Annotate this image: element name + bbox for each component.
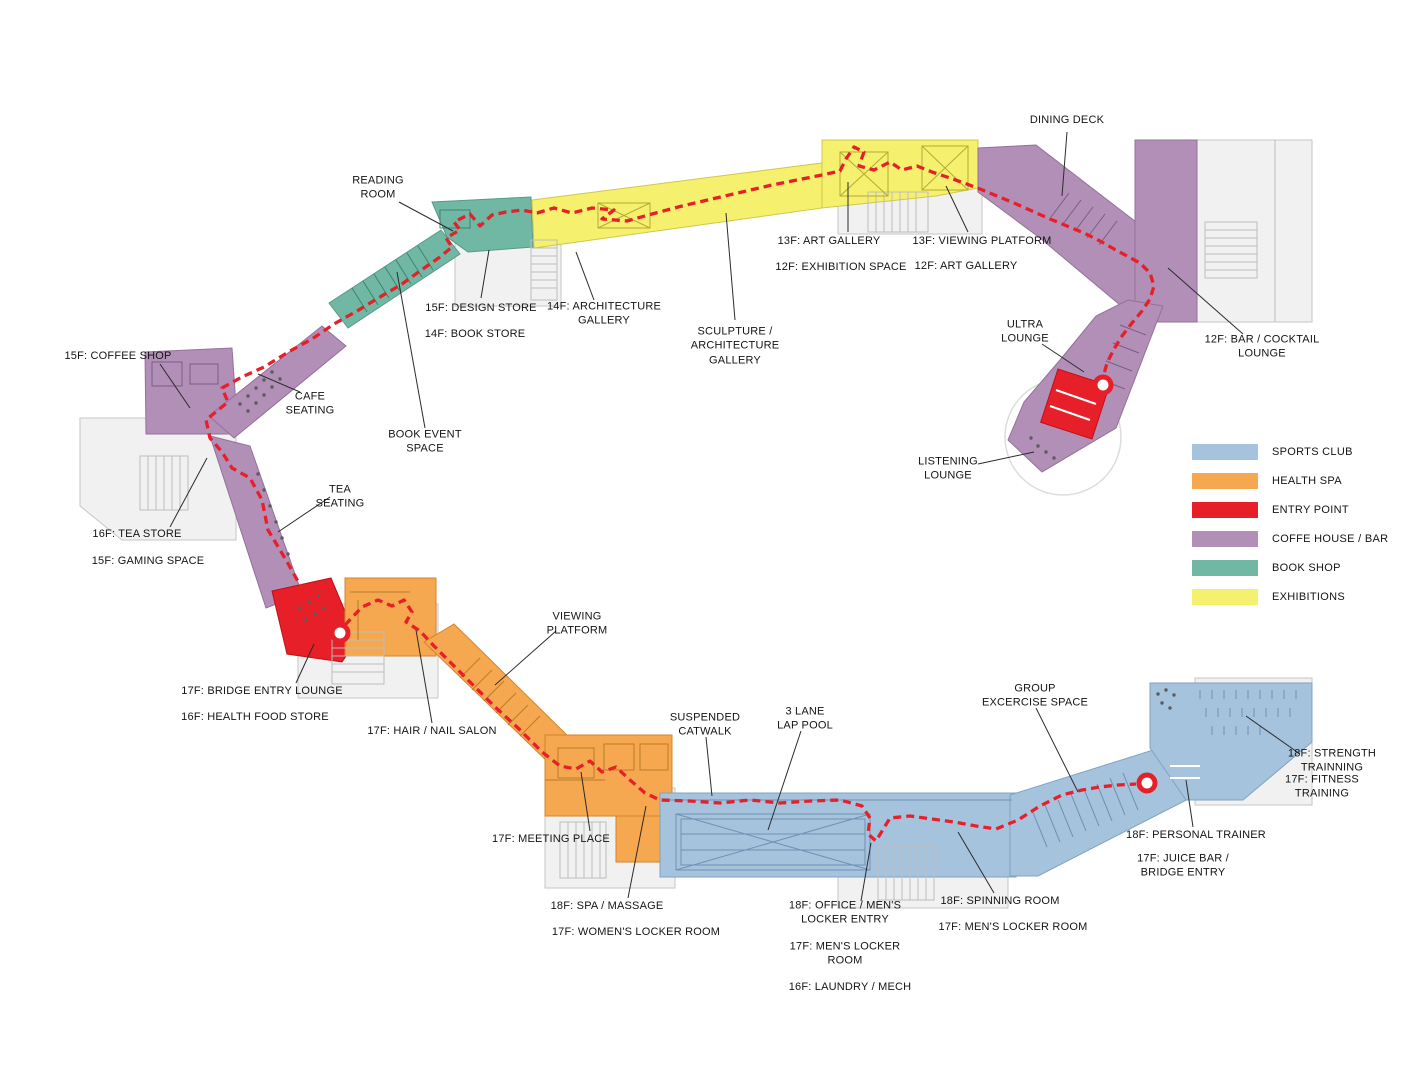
entry-marker-bridge xyxy=(329,622,351,644)
leader-line xyxy=(398,201,454,232)
stair-mens-core xyxy=(877,845,935,901)
seating-dots xyxy=(238,370,1176,710)
legend-label: EXHIBITIONS xyxy=(1272,591,1345,603)
route xyxy=(204,145,1156,843)
legend-swatch xyxy=(1192,444,1258,460)
leader-lines xyxy=(159,131,1301,902)
leader-line xyxy=(169,457,208,528)
exhibition-xboxes xyxy=(597,145,969,229)
stair-bar-core xyxy=(1204,140,1276,322)
leader-line xyxy=(1167,267,1244,335)
leader-line xyxy=(627,805,647,899)
legend-item: EXHIBITIONS xyxy=(1192,589,1388,605)
legend-item: SPORTS CLUB xyxy=(1192,444,1388,460)
sports-details xyxy=(666,690,1297,871)
book-shop-stairs xyxy=(351,209,471,313)
zone-sculpture-gallery xyxy=(531,162,823,249)
leader-line xyxy=(1185,779,1194,828)
spa-details xyxy=(350,591,669,781)
leader-line xyxy=(945,185,969,233)
legend-label: SPORTS CLUB xyxy=(1272,446,1353,458)
leader-line xyxy=(977,451,1035,465)
leader-line xyxy=(277,496,331,533)
zones xyxy=(144,139,1313,878)
leader-line xyxy=(159,363,191,409)
legend-item: ENTRY POINT xyxy=(1192,502,1388,518)
entry-marker-listening-lounge xyxy=(1092,374,1114,396)
leader-line xyxy=(575,251,595,301)
legend-swatch xyxy=(1192,502,1258,518)
zone-lap-pool-band xyxy=(659,792,1017,878)
legend-swatch xyxy=(1192,531,1258,547)
legend-label: ENTRY POINT xyxy=(1272,504,1349,516)
legend-item: HEALTH SPA xyxy=(1192,473,1388,489)
legend-item: COFFE HOUSE / BAR xyxy=(1192,531,1388,547)
legend: SPORTS CLUB HEALTH SPA ENTRY POINT COFFE HO… xyxy=(1192,444,1388,618)
legend-rows: SPORTS CLUB HEALTH SPA ENTRY POINT COFFE HO… xyxy=(1192,444,1388,605)
stair-tea-core xyxy=(139,455,189,511)
entry-markers xyxy=(329,374,1158,794)
leader-line xyxy=(1245,715,1301,755)
stair-design-core xyxy=(530,239,558,301)
entry-marker-juice-bar xyxy=(1136,772,1158,794)
zone-meeting-place xyxy=(544,734,673,817)
leader-line xyxy=(494,630,557,686)
leader-line xyxy=(480,249,490,299)
legend-swatch xyxy=(1192,589,1258,605)
legend-label: COFFE HOUSE / BAR xyxy=(1272,533,1389,545)
leader-line xyxy=(725,212,736,321)
route-upper xyxy=(204,145,1156,629)
leader-line xyxy=(415,629,433,724)
leader-line xyxy=(705,736,713,797)
legend-item: BOOK SHOP xyxy=(1192,560,1388,576)
zone-listening-lounge-entry xyxy=(1040,368,1110,440)
route-lower xyxy=(343,598,1137,843)
leader-line xyxy=(860,842,872,902)
leader-line xyxy=(1041,343,1085,373)
zone-bridge-entry-lounge xyxy=(271,577,358,663)
zone-details xyxy=(151,145,1297,871)
leader-line xyxy=(580,771,591,832)
zone-bar-cocktail-lounge xyxy=(1134,139,1198,323)
leader-line xyxy=(767,730,802,831)
legend-swatch xyxy=(1192,560,1258,576)
leader-line xyxy=(957,831,995,894)
zone-dining-deck xyxy=(977,144,1163,306)
leader-line xyxy=(1061,131,1068,197)
leader-line xyxy=(257,373,301,393)
leader-line xyxy=(1035,707,1079,793)
legend-label: BOOK SHOP xyxy=(1272,562,1341,574)
zone-book-shop-corridor xyxy=(328,229,461,329)
stair-art-core xyxy=(867,191,929,233)
entry-block-lines xyxy=(1049,389,1200,779)
leader-line xyxy=(396,271,426,429)
stair-womens-core xyxy=(559,821,607,879)
leader-line xyxy=(295,643,315,684)
legend-swatch xyxy=(1192,473,1258,489)
legend-label: HEALTH SPA xyxy=(1272,475,1342,487)
zone-health-food-salon xyxy=(344,577,437,657)
zone-strength-training xyxy=(1149,682,1313,801)
